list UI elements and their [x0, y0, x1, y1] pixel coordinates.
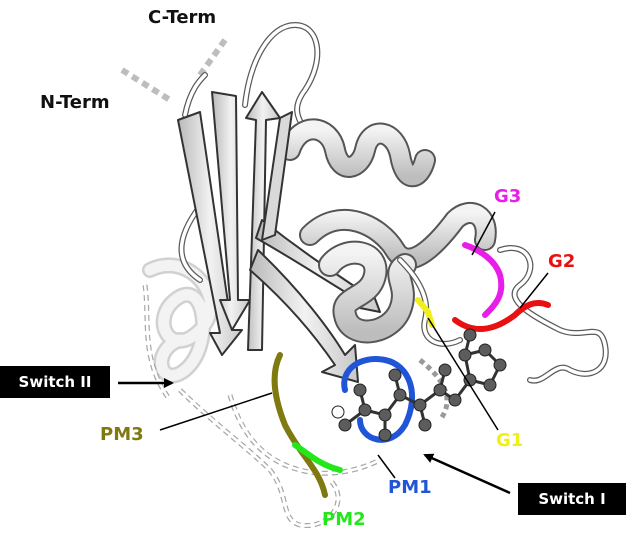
switch-i-label: Switch I [538, 490, 605, 508]
switch-ii-box: Switch II [0, 366, 110, 398]
switch-i-arrow [425, 455, 510, 493]
g1-label: G1 [496, 430, 523, 451]
pm3-label: PM3 [100, 424, 144, 445]
switch-i-box: Switch I [518, 483, 626, 515]
terminal-tails [122, 40, 225, 100]
pm1-label: PM1 [388, 477, 432, 498]
g2-label: G2 [548, 251, 575, 272]
pm2-label: PM2 [322, 509, 366, 530]
front-helix [330, 253, 405, 332]
switch-ii-label: Switch II [19, 373, 92, 391]
n-term-label: N-Term [40, 92, 110, 113]
pm2-motif [295, 445, 340, 470]
g3-label: G3 [494, 186, 521, 207]
g3-motif [465, 245, 501, 315]
c-term-label: C-Term [148, 7, 216, 28]
pm3-motif [275, 355, 325, 495]
back-helix [290, 129, 425, 176]
